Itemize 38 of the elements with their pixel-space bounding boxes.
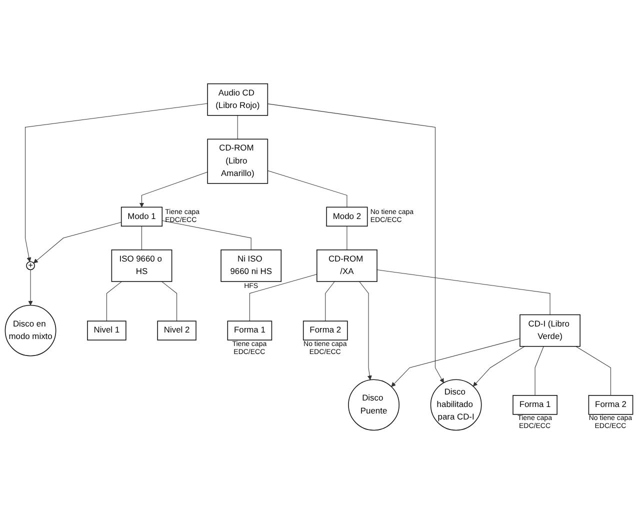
connector [141,226,142,250]
node-box: Nivel 2 [157,320,196,340]
node-circle: Disco Puente [348,379,400,431]
node-box: Modo 2 [326,206,368,227]
node-box: Forma 2 [302,320,348,340]
connector [106,281,122,322]
node-circle: + [26,261,35,270]
node-circle: Disco habilitado para CD-I [430,379,482,431]
node-box: ISO 9660 o HS [111,249,172,282]
connector [346,226,348,250]
connector [576,346,611,396]
node-box: Ni ISO 9660 ni HS [220,249,282,282]
connector [325,281,335,322]
node-box: Forma 2 [588,395,634,415]
node-box: Nivel 1 [87,320,126,340]
node-box: Forma 1 [227,320,272,340]
node-box: Modo 1 [120,206,163,227]
connector [249,274,318,322]
node-circle: Disco en modo mixto [4,304,56,356]
connector [237,115,238,140]
connector [162,220,252,250]
arrow [391,338,520,387]
arrow [472,346,525,386]
arrow [359,281,372,380]
node-box: CD-ROM (Libro Amarillo) [207,138,268,184]
node-box: CD-ROM /XA [316,249,378,282]
arrow [267,104,444,384]
node-box: Forma 1 [512,395,558,415]
arrow [28,269,33,306]
connector [534,346,544,396]
arrow [33,222,122,264]
node-box: CD-I (Libro Verde) [520,314,580,347]
arrow [25,103,208,262]
arrow [139,172,208,208]
node-box: Audio CD (Libro Rojo) [207,83,268,116]
connector [267,170,348,208]
connector [162,281,178,322]
connector [376,270,550,315]
